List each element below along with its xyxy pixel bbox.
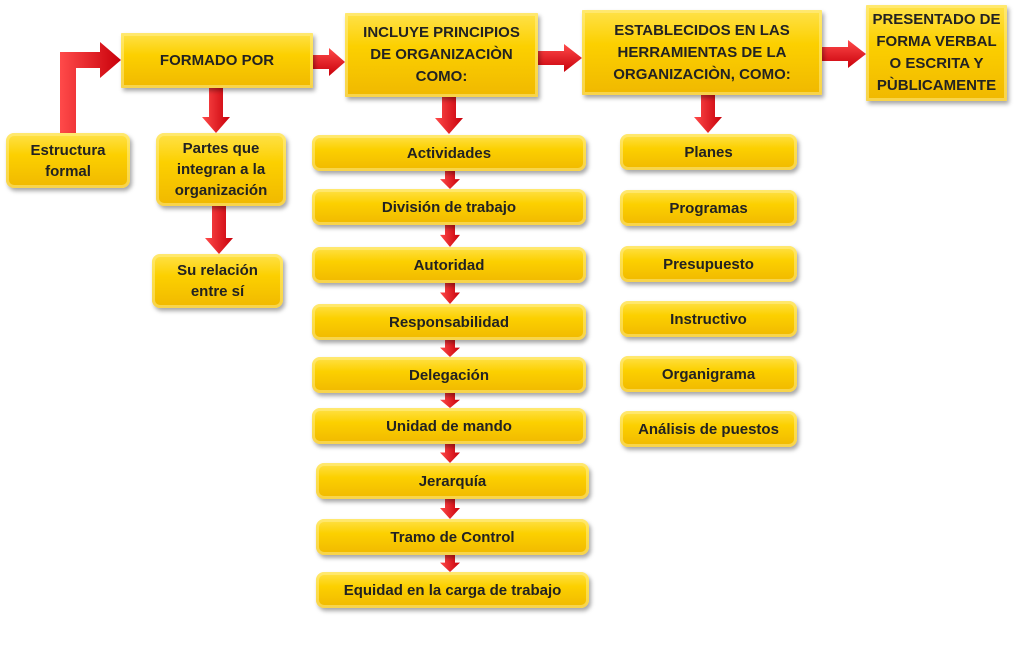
- arrow-down: [440, 225, 460, 247]
- arrow-down: [440, 444, 460, 463]
- principio-item: Unidad de mando: [312, 408, 586, 444]
- node-incluye: INCLUYE PRINCIPIOS DE ORGANIZACIÒN COMO:: [345, 13, 538, 97]
- principio-item: División de trabajo: [312, 189, 586, 225]
- arrow-right: [538, 44, 582, 72]
- arrow-down: [440, 555, 460, 572]
- arrow-right: [313, 48, 345, 76]
- principio-item: Jerarquía: [316, 463, 589, 499]
- elbow-arrow: [60, 42, 121, 133]
- herramienta-item: Programas: [620, 190, 797, 226]
- node-establecidos: ESTABLECIDOS EN LAS HERRAMIENTAS DE LA O…: [582, 10, 822, 95]
- arrow-down: [440, 283, 460, 304]
- arrow-down: [694, 95, 722, 133]
- node-relacion: Su relación entre sí: [152, 254, 283, 308]
- herramienta-item: Instructivo: [620, 301, 797, 337]
- arrow-down: [202, 88, 230, 133]
- node-estructura-formal: Estructura formal: [6, 133, 130, 188]
- node-partes: Partes que integran a la organización: [156, 133, 286, 206]
- arrow-down: [205, 206, 233, 254]
- arrow-down: [440, 340, 460, 357]
- node-formado-por: FORMADO POR: [121, 33, 313, 88]
- herramienta-item: Planes: [620, 134, 797, 170]
- arrow-down: [440, 393, 460, 408]
- principio-item: Delegación: [312, 357, 586, 393]
- principio-item: Tramo de Control: [316, 519, 589, 555]
- herramienta-item: Organigrama: [620, 356, 797, 392]
- node-presentado: PRESENTADO DE FORMA VERBAL O ESCRITA Y P…: [866, 5, 1007, 101]
- principio-item: Responsabilidad: [312, 304, 586, 340]
- herramienta-item: Análisis de puestos: [620, 411, 797, 447]
- principio-item: Actividades: [312, 135, 586, 171]
- principio-item: Equidad en la carga de trabajo: [316, 572, 589, 608]
- herramienta-item: Presupuesto: [620, 246, 797, 282]
- principio-item: Autoridad: [312, 247, 586, 283]
- arrow-down: [435, 97, 463, 134]
- arrow-down: [440, 171, 460, 189]
- arrow-down: [440, 499, 460, 519]
- arrow-right: [822, 40, 866, 68]
